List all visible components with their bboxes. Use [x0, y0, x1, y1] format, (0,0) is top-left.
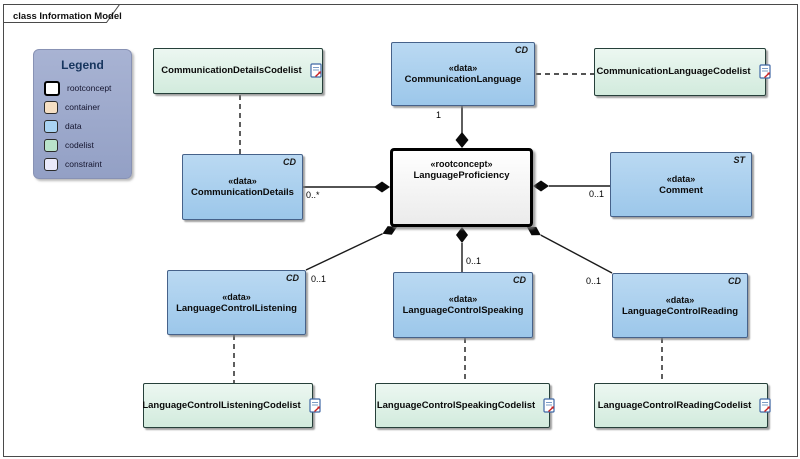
multiplicity-listening: 0..1: [311, 274, 327, 284]
legend-item-rootconcept: rootconcept: [44, 80, 111, 96]
legend-item-codelist: codelist: [44, 138, 94, 152]
document-icon: [543, 397, 555, 413]
legend-item-constraint: constraint: [44, 157, 102, 171]
node-language-control-reading[interactable]: CD «data» LanguageControlReading: [612, 273, 748, 338]
node-communication-language[interactable]: CD «data» CommunicationLanguage: [391, 42, 535, 106]
multiplicity-speaking: 0..1: [466, 256, 482, 266]
codelist-swatch-icon: [44, 138, 58, 152]
node-communication-details-codelist[interactable]: CommunicationDetailsCodelist: [153, 48, 323, 94]
diagram-title: class Information Model: [13, 11, 122, 22]
multiplicity-communication-details: 0..*: [306, 190, 320, 200]
multiplicity-comment: 0..1: [589, 189, 605, 199]
rootconcept-swatch-icon: [44, 80, 60, 96]
constraint-swatch-icon: [44, 157, 58, 171]
document-icon: [309, 397, 321, 413]
node-language-control-listening-codelist[interactable]: LanguageControlListeningCodelist: [142, 383, 321, 428]
diagram-frame: [3, 4, 798, 457]
legend: Legend rootconcept container data codeli…: [33, 49, 132, 179]
legend-item-container: container: [44, 100, 100, 114]
node-language-control-speaking-codelist[interactable]: LanguageControlSpeakingCodelist: [375, 383, 555, 428]
document-icon: [310, 63, 322, 78]
node-language-control-speaking[interactable]: CD «data» LanguageControlSpeaking: [393, 272, 533, 338]
node-comment[interactable]: ST «data» Comment: [610, 152, 752, 217]
node-language-proficiency[interactable]: «rootconcept» LanguageProficiency: [390, 148, 533, 227]
node-communication-language-codelist[interactable]: CommunicationLanguageCodelist: [594, 48, 771, 96]
legend-item-data: data: [44, 119, 82, 133]
document-icon: [758, 64, 771, 79]
node-communication-details[interactable]: CD «data» CommunicationDetails: [182, 154, 303, 220]
data-swatch-icon: [44, 119, 58, 133]
multiplicity-reading: 0..1: [586, 276, 602, 286]
diagram-title-tab: class Information Model: [3, 4, 123, 23]
node-language-control-reading-codelist[interactable]: LanguageControlReadingCodelist: [594, 383, 771, 428]
multiplicity-communication-language: 1: [436, 110, 442, 120]
container-swatch-icon: [44, 100, 58, 114]
node-language-control-listening[interactable]: CD «data» LanguageControlListening: [167, 270, 306, 335]
document-icon: [759, 397, 771, 413]
tab-shape-icon: [3, 4, 121, 23]
legend-title: Legend: [61, 58, 104, 72]
